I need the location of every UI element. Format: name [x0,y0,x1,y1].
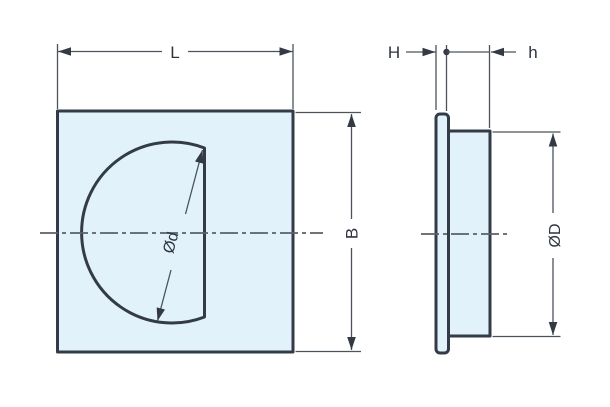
dimension-label-h: h [528,43,537,62]
dimension-line [156,269,172,322]
dimension-inner-diameter: Ød [156,149,204,322]
label-mask [340,219,363,248]
dimension-outer-diameter: ØD [492,131,566,338]
dimension-recess-depth: h [446,43,538,128]
plate-outline [56,109,295,354]
label-mask [162,42,188,62]
side-view: H h ØD [388,43,566,355]
dimension-length: L [56,42,294,109]
dimension-flange-thickness: H [388,43,450,111]
dimension-label-outer-diameter: ØD [547,224,564,248]
dimension-label-H: H [388,43,400,62]
dimension-label-inner-diameter: Ød [160,230,182,255]
dimension-label-L: L [170,43,179,62]
recess-d-shape-outline [80,140,206,325]
dimension-label-B: B [343,228,362,239]
label-mask [541,213,566,258]
dimension-line [184,149,204,215]
front-view: L Ød B [40,42,363,354]
dimension-height: B [295,111,363,353]
